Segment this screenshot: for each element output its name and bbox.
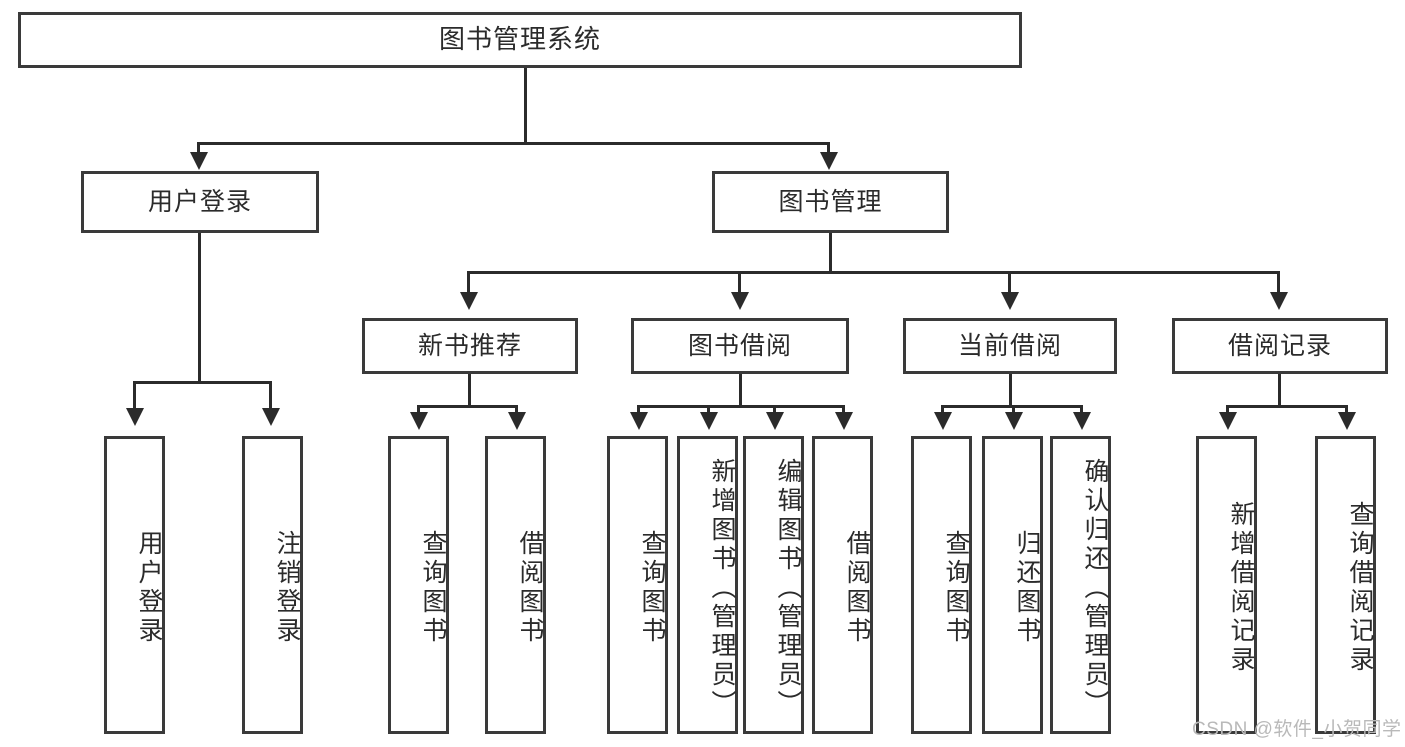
node-book-borrow[interactable]: 图书借阅 [631,318,849,374]
node-current-borrow[interactable]: 当前借阅 [903,318,1117,374]
node-label: 图书借阅 [687,332,792,360]
node-label: 确认归还（管理员） [1081,457,1109,719]
connector-drop-user-login [197,142,200,158]
arrow-leaf-confirm-return [1073,412,1091,430]
node-label: 用户登录 [147,188,252,216]
arrow-leaf-user-logout [262,408,280,426]
connector-drop-leaf-borrow-book-rec [515,405,518,415]
node-book-management[interactable]: 图书管理 [712,171,949,233]
node-leaf-query-book-current[interactable]: 查询图书 [911,436,972,734]
connector-drop-book-manage [827,142,830,158]
node-leaf-borrow-book-recommend[interactable]: 借阅图书 [485,436,546,734]
connector-drop-leaf-borrow-book [842,405,845,415]
connector-drop-leaf-user-login [133,381,136,412]
node-label: 新书推荐 [417,332,522,360]
connector-borrow-record-stem [1278,374,1281,407]
connector-borrow-record-bus [1226,405,1346,408]
node-leaf-return-book[interactable]: 归还图书 [982,436,1043,734]
arrow-book-manage [820,152,838,170]
node-label: 图书管理系统 [438,24,601,55]
arrow-leaf-query-borrow-record [1338,412,1356,430]
arrow-leaf-borrow-book-rec [508,412,526,430]
connector-level2-bus [197,142,829,145]
node-leaf-confirm-return-admin[interactable]: 确认归还（管理员） [1050,436,1111,734]
connector-drop-borrow-record [1277,271,1280,296]
node-leaf-edit-book-admin[interactable]: 编辑图书（管理员） [743,436,804,734]
connector-drop-leaf-add-borrow-record [1226,405,1229,415]
node-leaf-query-borrow-record[interactable]: 查询借阅记录 [1315,436,1376,734]
node-user-login[interactable]: 用户登录 [81,171,319,233]
node-label: 新增图书（管理员） [708,457,736,719]
arrow-leaf-query-book-rec [410,412,428,430]
node-label: 查询图书 [942,530,970,646]
connector-drop-leaf-return-book [1012,405,1015,415]
node-label: 归还图书 [1013,530,1041,646]
connector-root-stem [524,68,527,144]
connector-level3-bus [467,271,1280,274]
node-leaf-borrow-book[interactable]: 借阅图书 [812,436,873,734]
arrow-leaf-add-borrow-record [1219,412,1237,430]
connector-new-book-bus [417,405,518,408]
csdn-watermark: CSDN @软件_小贺同学 [1192,719,1402,740]
node-leaf-query-book-borrow[interactable]: 查询图书 [607,436,668,734]
node-book-management-system[interactable]: 图书管理系统 [18,12,1022,68]
connector-book-borrow-stem [739,374,742,407]
node-label: 查询图书 [638,530,666,646]
arrow-leaf-borrow-book [835,412,853,430]
arrow-leaf-query-book-borrow [630,412,648,430]
connector-book-borrow-bus [637,405,843,408]
connector-drop-current-borrow [1008,271,1011,296]
node-label: 图书管理 [778,188,883,216]
connector-current-borrow-bus [941,405,1081,408]
arrow-user-login [190,152,208,170]
arrow-leaf-user-login [126,408,144,426]
node-label: 注销登录 [273,530,301,646]
arrow-current-borrow [1001,292,1019,310]
arrow-leaf-add-book [700,412,718,430]
connector-book-manage-stem [829,233,832,273]
node-label: 新增借阅记录 [1227,501,1255,675]
connector-drop-leaf-add-book [707,405,710,415]
node-label: 查询借阅记录 [1346,501,1374,675]
node-label: 借阅图书 [843,530,871,646]
arrow-book-borrow [731,292,749,310]
node-leaf-user-logout[interactable]: 注销登录 [242,436,303,734]
arrow-leaf-edit-book [766,412,784,430]
node-leaf-query-book-recommend[interactable]: 查询图书 [388,436,449,734]
connector-new-book-stem [468,374,471,407]
node-label: 借阅图书 [516,530,544,646]
node-leaf-user-login[interactable]: 用户登录 [104,436,165,734]
connector-drop-leaf-edit-book [773,405,776,415]
connector-drop-book-borrow [738,271,741,296]
arrow-borrow-record [1270,292,1288,310]
node-leaf-add-book-admin[interactable]: 新增图书（管理员） [677,436,738,734]
node-new-book-recommend[interactable]: 新书推荐 [362,318,578,374]
node-leaf-add-borrow-record[interactable]: 新增借阅记录 [1196,436,1257,734]
connector-drop-leaf-query-borrow-record [1345,405,1348,415]
connector-drop-new-book [467,271,470,296]
node-borrow-record[interactable]: 借阅记录 [1172,318,1388,374]
connector-drop-leaf-query-book-rec [417,405,420,415]
connector-current-borrow-stem [1009,374,1012,407]
node-label: 用户登录 [135,530,163,646]
connector-user-login-stem [198,233,201,383]
connector-drop-leaf-query-book-cur [941,405,944,415]
connector-drop-leaf-confirm-return [1080,405,1083,415]
arrow-leaf-query-book-cur [934,412,952,430]
connector-drop-leaf-query-book-borrow [637,405,640,415]
arrow-leaf-return-book [1005,412,1023,430]
node-label: 编辑图书（管理员） [774,457,802,719]
arrow-new-book-recommend [460,292,478,310]
connector-drop-leaf-user-logout [269,381,272,412]
connector-user-login-bus [133,381,272,384]
node-label: 查询图书 [419,530,447,646]
node-label: 当前借阅 [957,332,1062,360]
node-label: 借阅记录 [1227,332,1332,360]
